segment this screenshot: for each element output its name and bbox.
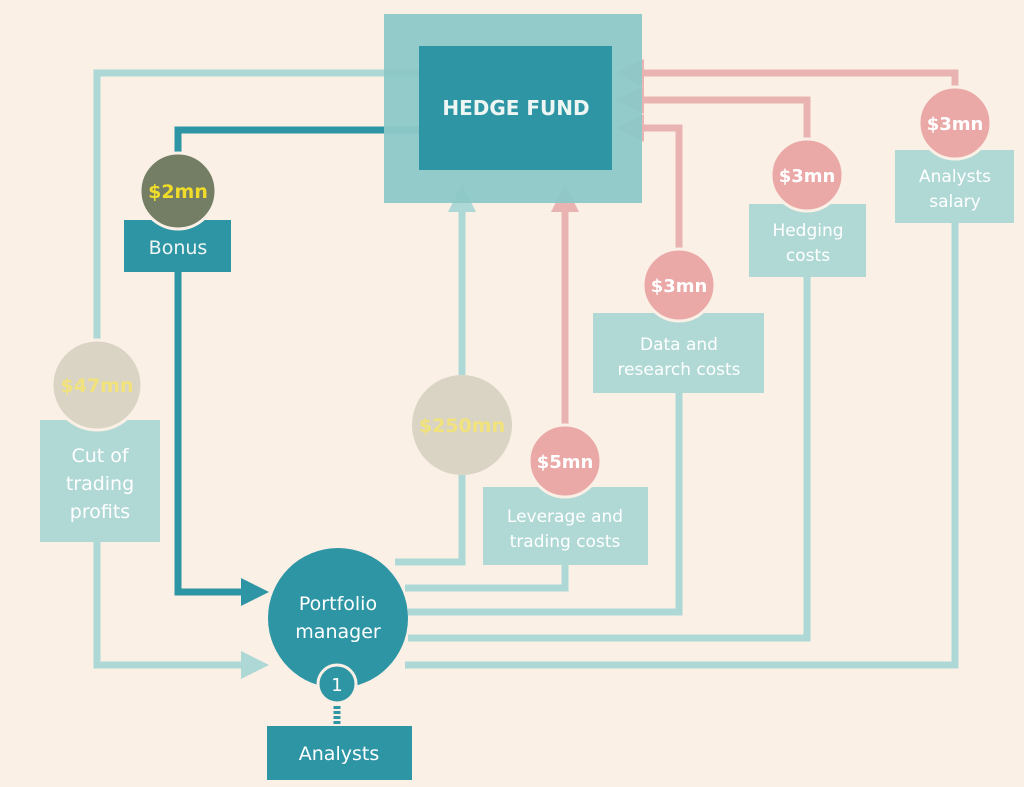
data-flow-from-pm: [408, 393, 683, 616]
pm-label-1: Portfolio: [299, 593, 377, 615]
hedging-flow-to-fund: [616, 86, 811, 139]
cut-node: $47mn Cut of trading profits: [40, 338, 160, 542]
salary-flow-to-fund: [616, 59, 959, 87]
cut-flow-to-pm: [93, 542, 269, 679]
data-flow-to-fund: [616, 114, 683, 249]
analysts-salary-label-1: Analysts: [919, 167, 991, 187]
leverage-node: $5mn Leverage and trading costs: [483, 423, 648, 565]
data-research-amount: $3mn: [651, 276, 708, 297]
pm-count: 1: [331, 675, 342, 696]
hedge-fund-node: HEDGE FUND: [384, 14, 642, 203]
analysts-salary-amount: $3mn: [927, 114, 984, 135]
bonus-flow-to-pm: [174, 272, 269, 606]
hedging-amount: $3mn: [779, 166, 836, 187]
analysts-salary-node: $3mn Analysts salary: [895, 85, 1014, 223]
capital-amount: $250mn: [419, 415, 505, 437]
portfolio-manager-node: Portfolio manager 1: [268, 548, 408, 724]
hedging-flow-from-pm: [408, 277, 811, 642]
analysts-node: Analysts: [267, 726, 412, 780]
bonus-node: $2mn Bonus: [124, 151, 231, 272]
cut-label-3: profits: [70, 501, 130, 523]
cut-label-1: Cut of: [71, 445, 129, 467]
salary-flow-from-pm: [405, 223, 959, 669]
cut-label-2: trading: [66, 473, 134, 495]
data-research-node: $3mn Data and research costs: [593, 247, 764, 393]
pm-label-2: manager: [295, 621, 381, 643]
data-research-label-2: research costs: [617, 360, 740, 380]
leverage-flow-from-pm: [405, 565, 569, 592]
data-research-label-1: Data and: [640, 335, 718, 355]
hedge-fund-label: HEDGE FUND: [442, 96, 589, 120]
hedging-label-2: costs: [786, 246, 830, 266]
leverage-label-1: Leverage and: [507, 507, 623, 527]
bonus-label: Bonus: [149, 237, 208, 259]
hedging-node: $3mn Hedging costs: [749, 137, 866, 277]
leverage-label-2: trading costs: [510, 532, 621, 552]
cut-flow-to-fund: [93, 69, 420, 345]
capital-flow-from-pm: [395, 475, 466, 566]
capital-node: $250mn: [412, 375, 512, 475]
analysts-salary-label-2: salary: [929, 192, 980, 212]
leverage-amount: $5mn: [537, 452, 594, 473]
bonus-amount: $2mn: [148, 181, 208, 203]
analysts-label: Analysts: [299, 743, 379, 765]
bonus-flow-from-fund: [174, 126, 420, 155]
cut-amount: $47mn: [61, 375, 134, 397]
hedging-label-1: Hedging: [772, 221, 843, 241]
